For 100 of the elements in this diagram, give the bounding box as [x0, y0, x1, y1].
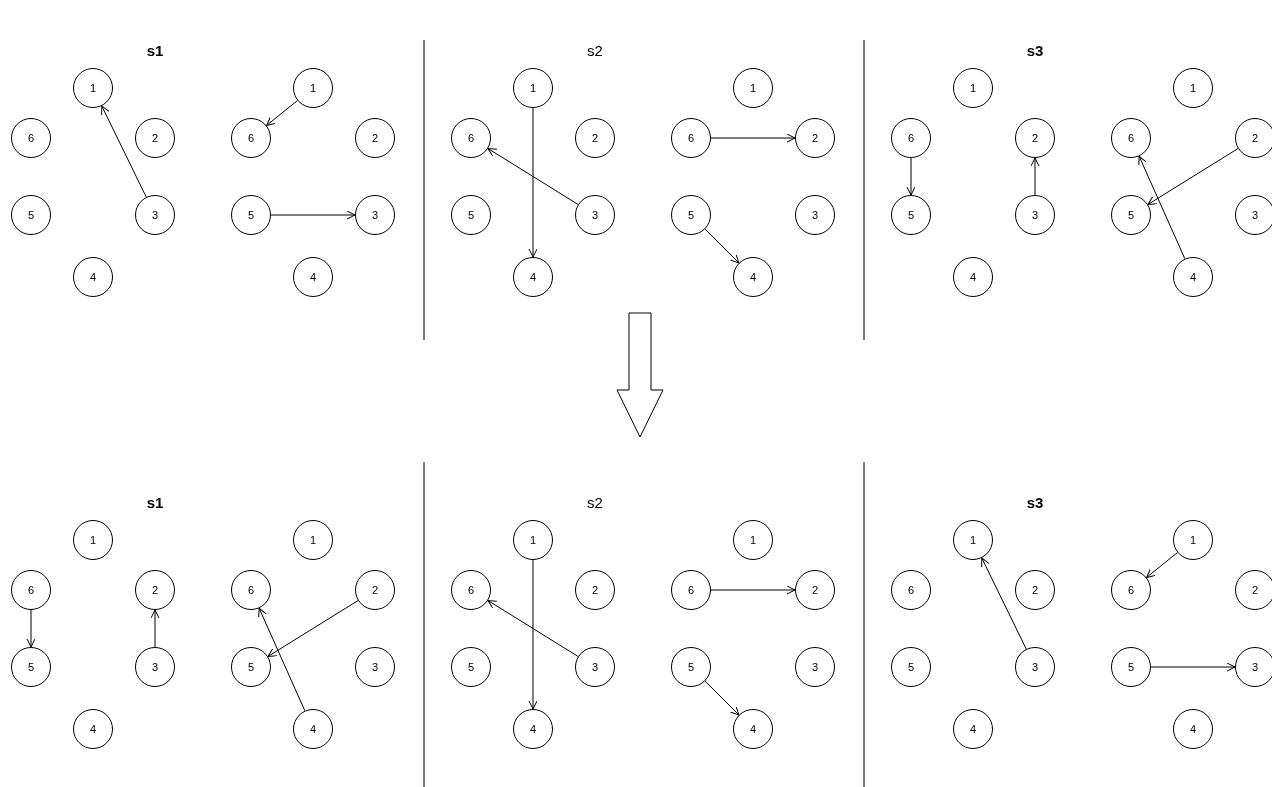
circle-node: 2 [575, 118, 615, 158]
arrow [1146, 552, 1178, 578]
arrow [906, 157, 916, 196]
circle-node: 6 [231, 118, 271, 158]
circle-node: 2 [1235, 570, 1272, 610]
circle-node: 2 [135, 118, 175, 158]
circle-node: 3 [1235, 195, 1272, 235]
circle-node: 3 [135, 647, 175, 687]
circle-node: 4 [513, 709, 553, 749]
circle-node: 6 [11, 118, 51, 158]
circle-node: 2 [355, 570, 395, 610]
panel-heading: s2 [587, 42, 603, 59]
circle-node: 3 [575, 647, 615, 687]
circle-node: 5 [231, 195, 271, 235]
circle-node: 6 [1111, 570, 1151, 610]
circle-node: 4 [1173, 257, 1213, 297]
arrow [528, 107, 538, 258]
circle-node: 6 [11, 570, 51, 610]
arrow [528, 559, 538, 710]
arrow [981, 557, 1027, 650]
circle-node: 6 [231, 570, 271, 610]
arrow [1150, 662, 1236, 672]
circle-node: 1 [513, 68, 553, 108]
circle-node: 5 [891, 647, 931, 687]
arrow [710, 133, 796, 143]
circle-node: 6 [451, 570, 491, 610]
circle-node: 6 [451, 118, 491, 158]
circle-node: 1 [1173, 520, 1213, 560]
circle-node: 3 [1015, 195, 1055, 235]
circle-node: 4 [953, 257, 993, 297]
arrow [266, 100, 298, 126]
circle-node: 5 [891, 195, 931, 235]
circle-node: 5 [451, 647, 491, 687]
circle-node: 5 [11, 647, 51, 687]
circle-node: 3 [1015, 647, 1055, 687]
circle-node: 4 [513, 257, 553, 297]
arrow [150, 609, 160, 648]
circle-node: 5 [231, 647, 271, 687]
circle-node: 3 [355, 195, 395, 235]
circle-node: 3 [795, 195, 835, 235]
circle-node: 1 [953, 68, 993, 108]
circle-node: 2 [135, 570, 175, 610]
circle-node: 1 [953, 520, 993, 560]
circle-node: 4 [733, 709, 773, 749]
circle-node: 1 [73, 68, 113, 108]
circle-node: 2 [1015, 118, 1055, 158]
arrow [710, 585, 796, 595]
circle-node: 3 [795, 647, 835, 687]
arrow [258, 607, 306, 712]
circle-node: 3 [355, 647, 395, 687]
circle-node: 4 [293, 709, 333, 749]
panel-heading: s3 [1026, 42, 1044, 59]
circle-node: 4 [733, 257, 773, 297]
circle-node: 3 [135, 195, 175, 235]
circle-node: 6 [891, 570, 931, 610]
arrow [704, 680, 740, 716]
panel-heading: s1 [146, 42, 164, 59]
arrow [1030, 157, 1040, 196]
arrow [1138, 155, 1186, 260]
circle-node: 2 [795, 118, 835, 158]
circle-node: 6 [671, 570, 711, 610]
circle-node: 5 [451, 195, 491, 235]
circle-node: 1 [733, 68, 773, 108]
circle-node: 5 [671, 195, 711, 235]
circle-node: 1 [293, 68, 333, 108]
circle-node: 3 [1235, 647, 1272, 687]
circle-node: 1 [293, 520, 333, 560]
arrow [487, 600, 579, 657]
circle-node: 4 [73, 709, 113, 749]
circle-node: 5 [1111, 195, 1151, 235]
panel-heading: s2 [587, 494, 603, 511]
circle-node: 5 [11, 195, 51, 235]
circle-node: 4 [73, 257, 113, 297]
circle-node: 6 [891, 118, 931, 158]
circle-node: 4 [953, 709, 993, 749]
circle-node: 4 [293, 257, 333, 297]
arrow [1147, 148, 1239, 205]
arrow [487, 148, 579, 205]
circle-node: 2 [1235, 118, 1272, 158]
circle-node: 1 [73, 520, 113, 560]
circle-node: 6 [1111, 118, 1151, 158]
circle-node: 2 [1015, 570, 1055, 610]
panel-heading: s1 [146, 494, 164, 511]
circle-node: 6 [671, 118, 711, 158]
circle-node: 2 [355, 118, 395, 158]
arrow [26, 609, 36, 648]
circle-node: 1 [733, 520, 773, 560]
arrow [270, 210, 356, 220]
arrow [704, 228, 740, 264]
arrow [101, 105, 147, 198]
circle-node: 5 [671, 647, 711, 687]
circle-node: 4 [1173, 709, 1213, 749]
circle-node: 5 [1111, 647, 1151, 687]
arrow [267, 600, 359, 657]
circle-node: 1 [513, 520, 553, 560]
panel-heading: s3 [1026, 494, 1044, 511]
circle-node: 3 [575, 195, 615, 235]
circle-node: 1 [1173, 68, 1213, 108]
circle-node: 2 [575, 570, 615, 610]
circle-node: 2 [795, 570, 835, 610]
